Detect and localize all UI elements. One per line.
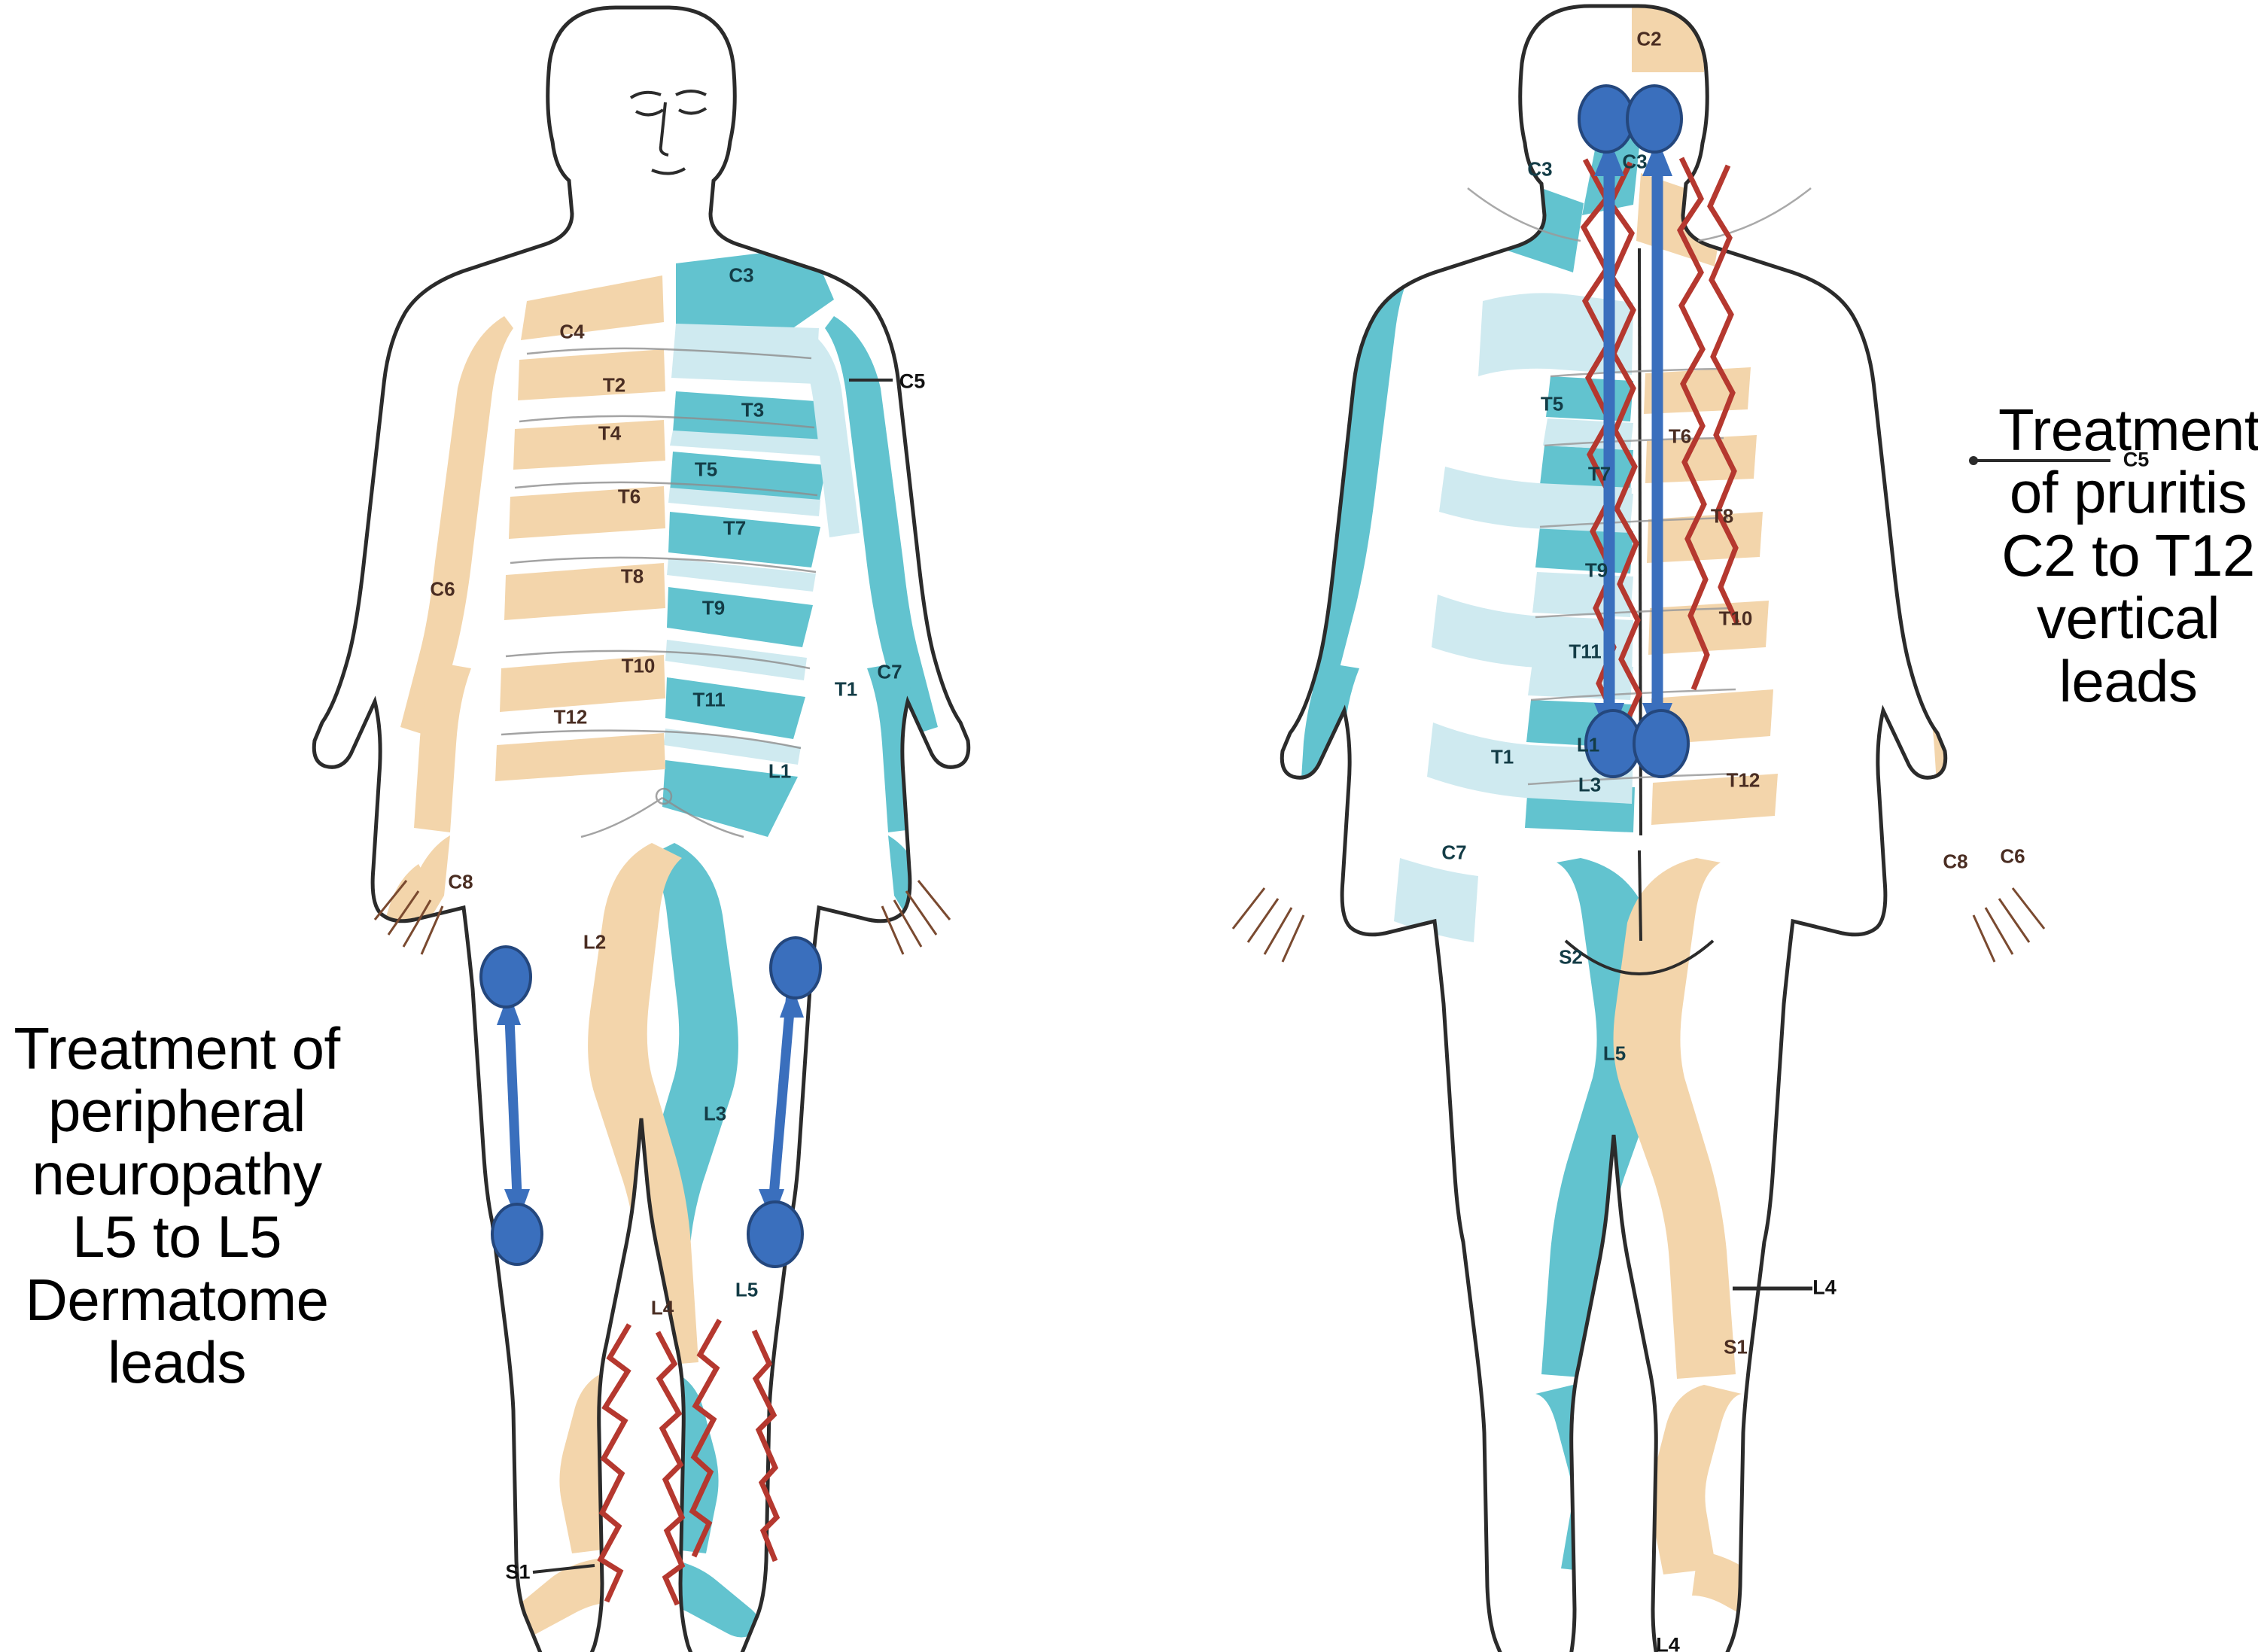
posterior-contour-lines <box>1467 187 1812 786</box>
posterior-dermatome-fills <box>1282 6 1946 1652</box>
anterior-face-features <box>629 90 708 175</box>
anterior-body-outline <box>312 5 971 1652</box>
anterior-dermatome-fills <box>373 247 948 1638</box>
caption-pruritis: Treatment of pruritis C2 to T12 vertical… <box>1998 397 2258 714</box>
anterior-tens-leads[interactable] <box>479 936 822 1268</box>
posterior-tens-leads[interactable] <box>1578 84 1690 778</box>
posterior-hand-detail <box>1231 887 2046 963</box>
anterior-s1-leader <box>532 1564 595 1574</box>
anterior-pain-zigzag <box>597 1319 781 1606</box>
anterior-hand-detail <box>373 880 951 955</box>
anterior-contour-lines <box>501 347 818 838</box>
posterior-body-figure <box>1231 4 2110 1652</box>
posterior-leader-lines <box>1733 456 2110 1291</box>
anterior-body-figure <box>312 5 971 1652</box>
posterior-body-outline <box>1280 4 1948 1652</box>
caption-peripheral-neuropathy: Treatment of peripheral neuropathy L5 to… <box>14 1015 340 1396</box>
